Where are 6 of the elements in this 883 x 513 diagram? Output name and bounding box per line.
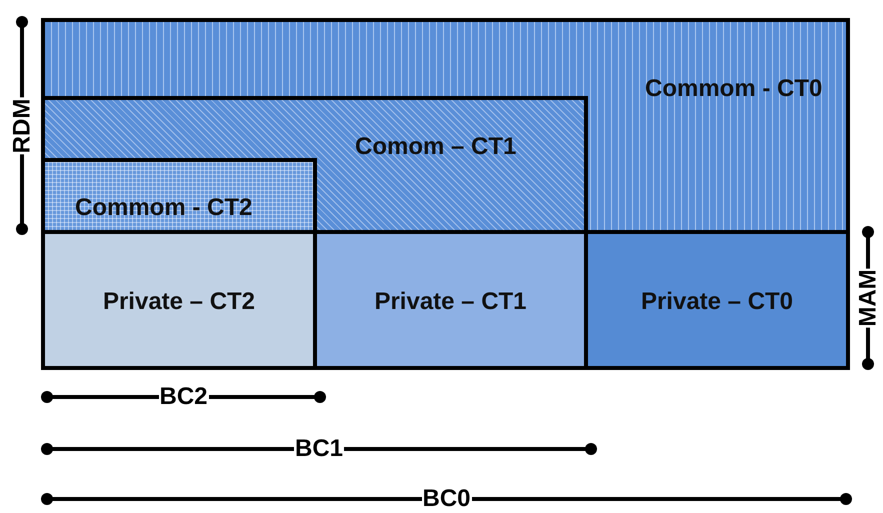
region-label: Commom - CT2 (75, 194, 252, 222)
region-label: Private – CT2 (102, 288, 256, 316)
region-label: Private – CT1 (373, 288, 528, 316)
region-label: Commom - CT0 (645, 75, 822, 103)
region-label: Private – CT0 (640, 288, 794, 316)
region-label: Comom – CT1 (355, 133, 516, 161)
